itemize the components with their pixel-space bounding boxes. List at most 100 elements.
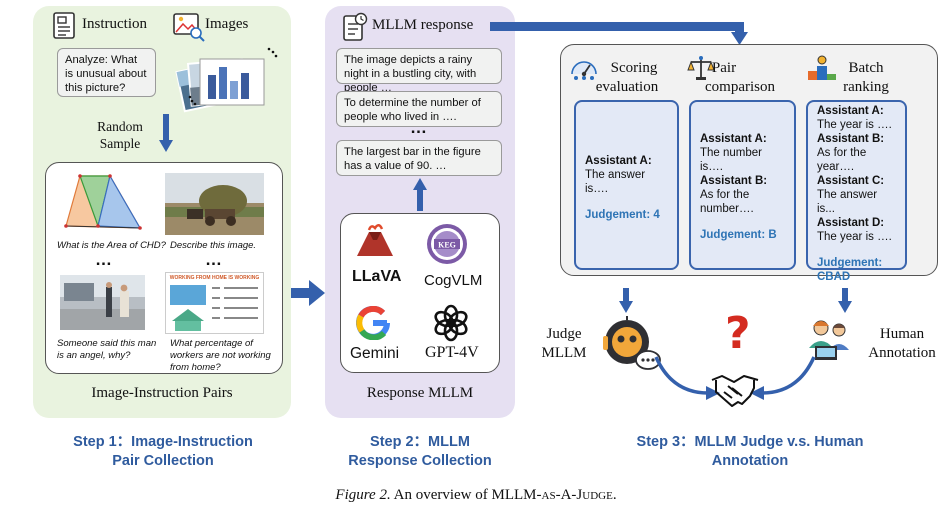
- right-arrow-step2-step3: [490, 22, 748, 45]
- step2-title-line2: Response Collection: [348, 453, 492, 469]
- caption-describe: Describe this image.: [170, 240, 257, 251]
- batch-c-line1: The answer is...: [817, 189, 878, 215]
- batch-d-name: Assistant D: [817, 217, 881, 229]
- batch-title-line2: ranking: [843, 79, 889, 95]
- cogvlm-label: CogVLM: [424, 272, 483, 289]
- image-stack: [175, 47, 278, 113]
- keg-text: KEG: [438, 241, 456, 250]
- pair-b-line1: As for the: [700, 189, 750, 201]
- caption-percentage: What percentage of workers are not worki…: [170, 338, 271, 373]
- batch-b-name: Assistant B: [817, 133, 881, 145]
- scoring-card: Assistant A: The answer is…. Judgement: …: [574, 100, 679, 270]
- response-text-3: The largest bar in the figure has a valu…: [344, 146, 481, 172]
- pair-assistant-b: Assistant B:: [700, 175, 768, 187]
- question-mark: ?: [725, 308, 751, 359]
- judge-mllm-label: Judge MLLM: [541, 325, 587, 363]
- batch-title-line1: Batch: [848, 60, 884, 76]
- scoring-title: Scoring evaluation: [582, 59, 672, 97]
- mllm-response-header: MLLM response: [372, 17, 474, 33]
- dots-right: …: [205, 250, 222, 269]
- judge-label-line1: Judge: [546, 326, 582, 342]
- figure-caption-prefix: Figure 2.: [335, 487, 391, 503]
- pair-b-line2: number….: [700, 203, 754, 215]
- human-label-line2: Annotation: [868, 345, 936, 361]
- instruction-text: Analyze: What is unusual about this pict…: [65, 54, 147, 94]
- response-doc-icon: [343, 12, 368, 41]
- step1-title-line2: Pair Collection: [112, 453, 214, 469]
- step3-title-line2: Annotation: [711, 453, 789, 469]
- down-arrow-scoring: [619, 288, 633, 313]
- google-logo-icon: [356, 306, 390, 340]
- pair-a-line1: The number: [700, 147, 763, 159]
- response-text-2: To determine the number of people who li…: [344, 97, 481, 123]
- figure-caption-text: An overview of MLLM-: [390, 487, 542, 503]
- caption-angel: Someone said this man is an angel, why?: [57, 338, 157, 361]
- instruction-label: Instruction: [82, 16, 147, 32]
- response-mllm-label: Response MLLM: [366, 385, 474, 401]
- hay-cart-photo: [165, 173, 264, 235]
- step3-title: Step 3：MLLM Judge v.s. Human Annotation: [600, 433, 900, 471]
- pairs-label: Image-Instruction Pairs: [91, 385, 233, 401]
- pair-title-line1: Pair: [711, 60, 737, 76]
- instruction-icon: [53, 12, 75, 39]
- batch-a-name: Assistant A: [817, 105, 880, 117]
- batch-b-line2: year….: [817, 161, 855, 173]
- human-annotator-icon: [809, 320, 849, 360]
- step3-title-line1: Step 3：MLLM Judge v.s. Human: [636, 434, 864, 450]
- gpt4v-label: GPT-4V: [425, 344, 479, 361]
- random-sample-label: Random Sample: [86, 118, 154, 152]
- batch-assistant-d: Assistant D:: [817, 217, 885, 229]
- images-label: Images: [205, 16, 249, 32]
- podium-icon: [808, 55, 836, 80]
- batch-c-name: Assistant C: [817, 175, 881, 187]
- geometry-figure: [60, 170, 146, 235]
- dots-left: …: [95, 250, 112, 269]
- step2-title-line1: Step 2：MLLM: [370, 434, 470, 450]
- figure-caption-sc2: A: [560, 487, 572, 503]
- figure-caption-sc3: Judge: [576, 487, 613, 503]
- batch-b-line1: As for the: [817, 147, 867, 159]
- instruction-bubble: Analyze: What is unusual about this pict…: [57, 48, 156, 97]
- pair-a-name: Assistant A: [700, 133, 763, 145]
- response-bubble-2: To determine the number of people who li…: [336, 91, 502, 127]
- scoring-icon: [571, 61, 597, 80]
- scale-icon: [687, 56, 715, 80]
- random-sample-line2: Sample: [99, 136, 141, 151]
- down-arrow-batch: [838, 288, 852, 313]
- infographic-title: WORKING FROM HOME IS WORKING: [169, 275, 260, 281]
- llava-label: LLaVA: [352, 268, 402, 285]
- up-arrow-step2: [413, 178, 427, 211]
- batch-card: Assistant A: The year is …. Assistant B:…: [806, 100, 907, 283]
- pair-b-name: Assistant B: [700, 175, 764, 187]
- random-sample-line1: Random: [97, 119, 143, 134]
- right-arrow-step1-step2: [291, 280, 325, 306]
- converge-arrows: [654, 356, 816, 400]
- pair-assistant-a: Assistant A:: [700, 133, 767, 145]
- openai-logo-icon: [434, 304, 468, 342]
- images-icon: [173, 13, 205, 42]
- batch-a-line1: The year is ….: [817, 119, 892, 131]
- response-dots: …: [410, 118, 427, 137]
- batch-assistant-a: Assistant A:: [817, 105, 884, 117]
- response-bubble-3: The largest bar in the figure has a valu…: [336, 140, 502, 176]
- pair-card: Assistant A: The number is…. Assistant B…: [689, 100, 796, 270]
- judge-label-line2: MLLM: [541, 345, 587, 361]
- batch-judgement-line2: CBAD: [817, 271, 851, 283]
- scoring-text-line2: is….: [585, 183, 608, 195]
- figure-caption: Figure 2. An overview of MLLM-AS-A-Judge…: [0, 487, 952, 504]
- step2-title: Step 2：MLLM Response Collection: [325, 433, 515, 471]
- response-text-1: The image depicts a rainy night in a bus…: [344, 54, 477, 94]
- scoring-title-line1: Scoring: [610, 60, 658, 76]
- scoring-assistant-name: Assistant A: [585, 155, 648, 167]
- scoring-title-line2: evaluation: [595, 79, 659, 95]
- scoring-text-line1: The answer: [585, 169, 646, 181]
- pair-judgement: Judgement: B: [700, 229, 777, 241]
- caption-area: What is the Area of CHD?: [57, 240, 166, 251]
- handshake-icon: [711, 375, 759, 407]
- step1-title: Step 1：Image-Instruction Pair Collection: [33, 433, 293, 471]
- scoring-assistant: Assistant A:: [585, 155, 652, 167]
- figure-caption-sep1: -: [555, 487, 561, 503]
- pair-title-line2: comparison: [705, 79, 775, 95]
- step1-title-line1: Step 1：Image-Instruction: [73, 434, 253, 450]
- human-label-line1: Human: [879, 326, 925, 342]
